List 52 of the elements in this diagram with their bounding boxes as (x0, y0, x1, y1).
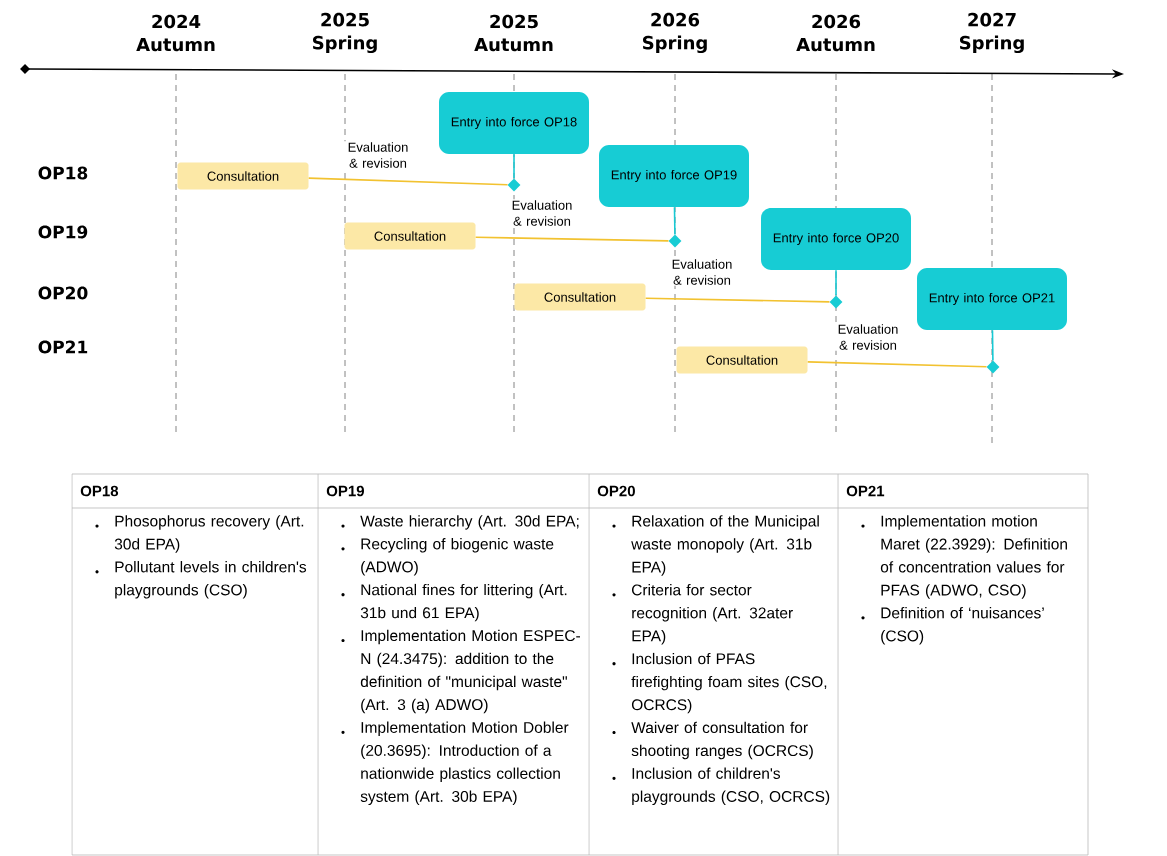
connector-line (513, 153, 515, 180)
list-item: Implementation Motion Dobler (20.3695): Introduction of a nationwide plastics collection system (Art. 30b EPA) (341, 721, 569, 805)
list-item: National fines for littering (Art. 31b und 61 EPA) (341, 583, 567, 622)
edge-label: Evaluation & revision (661, 258, 743, 286)
connector-line (307, 177, 509, 186)
row-label: OP18 (38, 166, 88, 180)
phase-box: Consultation (344, 222, 476, 250)
connector-line (673, 206, 676, 236)
period-label: 2024 Autumn (136, 14, 215, 52)
period-label: 2026 Autumn (796, 14, 875, 52)
milestone-box: Entry into force OP19 (599, 145, 749, 207)
column-header: OP20 (597, 485, 635, 497)
milestone-box: Entry into force OP21 (917, 268, 1067, 330)
connector-line (991, 329, 994, 362)
diamond-marker (829, 295, 843, 309)
diamond-marker (668, 234, 682, 248)
phase-box: Consultation (177, 162, 309, 190)
edge-label: Evaluation & revision (501, 199, 583, 227)
period-label: 2025 Autumn (474, 14, 553, 52)
milestone-box: Entry into force OP20 (761, 208, 911, 270)
list-item: Waiver of consultation for shooting ranges (OCRCS) (612, 721, 813, 760)
row-label: OP21 (38, 340, 88, 354)
list-item: Criteria for sector recognition (Art. 32ater EPA) (612, 584, 793, 645)
period-label: 2025 Spring (313, 12, 377, 54)
list-item: Recycling of biogenic waste (ADWO) (341, 538, 554, 576)
list-item: Implementation Motion ESPEC-N (24.3475): addition to the definition of "municipal waste" (Art. 3 (a) ADWO) (341, 629, 580, 714)
column-header: OP19 (326, 485, 364, 497)
diamond-marker (507, 178, 521, 192)
connector-line (474, 236, 670, 242)
list-item: Phosophorus recovery (Art. 30d EPA) (95, 515, 304, 553)
period-label: 2026 Spring (643, 12, 707, 54)
list-item: Inclusion of children's playgrounds (CSO, OCRCS) (612, 767, 830, 805)
list-item: Definition of ‘nuisances’ (CSO) (861, 607, 1044, 645)
connector-line (806, 361, 988, 368)
column-header: OP21 (846, 485, 885, 497)
list-item: Relaxation of the Municipal waste monopoly (Art. 31b EPA) (612, 515, 819, 576)
connector-line (835, 269, 837, 297)
list-item: Pollutant levels in children's playgrounds (CSO) (95, 561, 307, 599)
period-label: 2027 Spring (960, 12, 1024, 54)
list-item: Waste hierarchy (Art. 30d EPA; (341, 515, 579, 530)
column-header: OP18 (80, 485, 119, 497)
edge-label: Evaluation & revision (337, 141, 419, 169)
row-label: OP19 (38, 225, 88, 239)
milestone-box: Entry into force OP18 (439, 92, 589, 154)
list-item: Implementation motion Maret (22.3929): Definition of concentration values for PFAS (ADWO, CSO) (861, 515, 1067, 599)
edge-label: Evaluation & revision (827, 323, 909, 351)
phase-box: Consultation (676, 346, 808, 374)
phase-box: Consultation (514, 283, 646, 311)
row-label: OP20 (38, 286, 88, 300)
diamond-marker (986, 360, 1000, 374)
list-item: Inclusion of PFAS firefighting foam sites (CSO, OCRCS) (612, 652, 827, 714)
connector-line (644, 297, 831, 303)
